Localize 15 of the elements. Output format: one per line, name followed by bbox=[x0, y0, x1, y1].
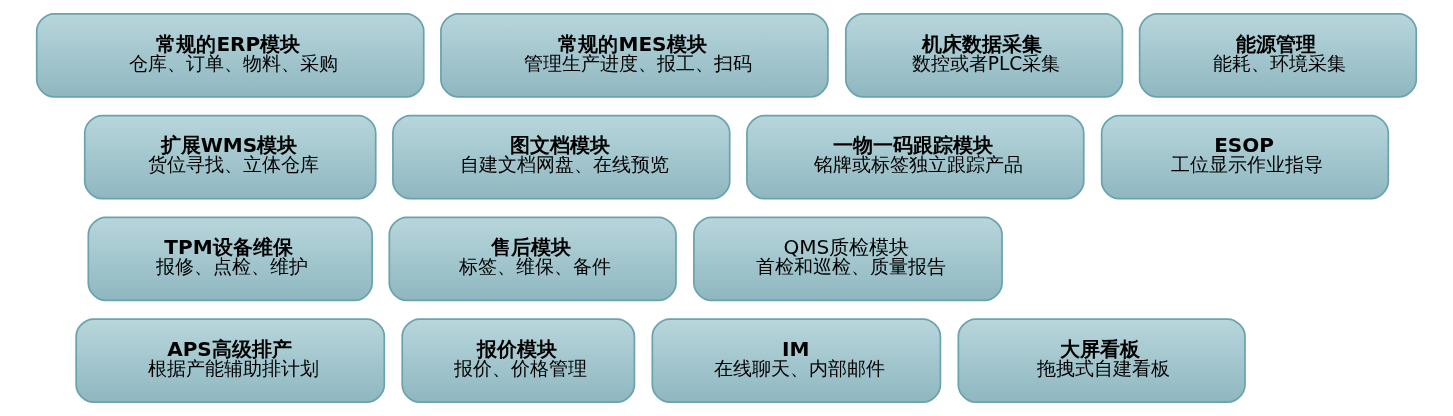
node-box: QMS质检模块 首检和巡检、质量报告 bbox=[693, 216, 1003, 302]
node-box: 图文档模块 自建文档网盘、在线预览 bbox=[392, 114, 731, 200]
node-box: 报价模块 报价、价格管理 bbox=[401, 318, 636, 404]
node-box: TPM设备维保 报修、点检、维护 bbox=[87, 216, 373, 302]
node-box: 常规的MES模块 管理生产进度、报工、扫码 bbox=[440, 12, 829, 98]
node-box: 机床数据采集 数控或者PLC采集 bbox=[844, 12, 1124, 98]
node-box: 大屏看板 拖拽式自建看板 bbox=[957, 318, 1246, 404]
node-box: 常规的ERP模块 仓库、订单、物料、采购 bbox=[35, 12, 425, 98]
node-box: 扩展WMS模块 货位寻找、立体仓库 bbox=[83, 114, 377, 200]
node-box: ESOP 工位显示作业指导 bbox=[1100, 114, 1390, 200]
node-box: 一物一码跟踪模块 铭牌或标签独立跟踪产品 bbox=[746, 114, 1085, 200]
node-box: 售后模块 标签、维保、备件 bbox=[388, 216, 677, 302]
node-box: APS高级排产 根据产能辅助排计划 bbox=[75, 318, 386, 404]
node-box: IM 在线聊天、内部邮件 bbox=[651, 318, 942, 404]
node-box: 能源管理 能耗、环境采集 bbox=[1138, 12, 1418, 98]
